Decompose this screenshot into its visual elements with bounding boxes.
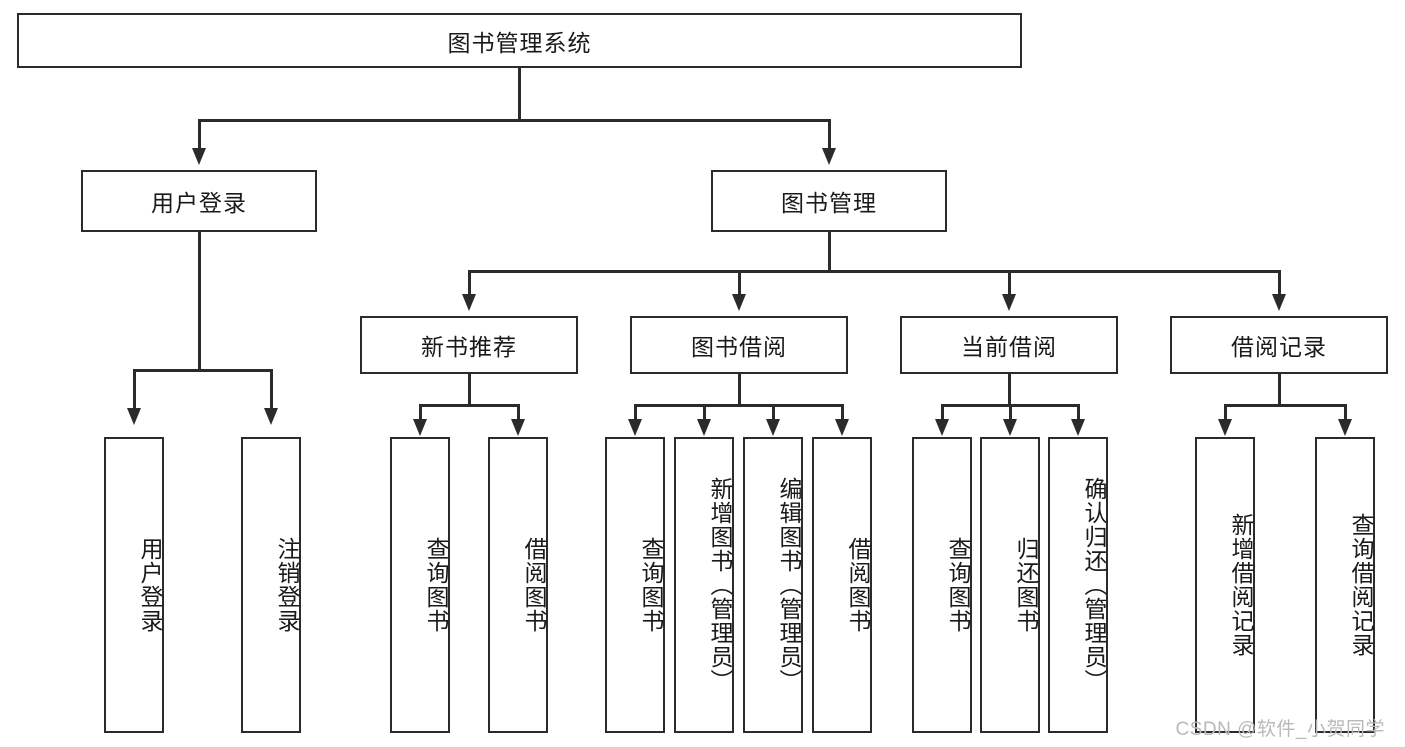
node-book-borrow[interactable]: 图书借阅 (630, 316, 848, 374)
leaf-label: 查询图书 (423, 537, 449, 633)
leaf-label: 新增图书（管理员） (707, 477, 733, 693)
arrow-cb-to-leaf-2 (1003, 419, 1017, 436)
connector-current-borrow-stem (1008, 374, 1011, 406)
connector-root-to-book-management (828, 119, 831, 151)
arrow-cb-to-leaf-1 (935, 419, 949, 436)
connector-cb-to-leaf-3 (1077, 404, 1080, 422)
node-user-login[interactable]: 用户登录 (81, 170, 317, 232)
connector-cb-to-leaf-1 (941, 404, 944, 422)
leaf-add-borrow-record[interactable]: 新增借阅记录 (1195, 437, 1255, 733)
leaf-borrow-book-recommend[interactable]: 借阅图书 (488, 437, 548, 733)
connector-borrow-record-bus (1224, 404, 1344, 407)
arrow-bm-to-current-borrow (1002, 294, 1016, 311)
connector-user-login-to-leaf-2 (270, 369, 273, 411)
connector-nb-to-leaf-1 (419, 404, 422, 422)
connector-new-book-bus (419, 404, 517, 407)
connector-nb-to-leaf-2 (517, 404, 520, 422)
leaf-label: 查询借阅记录 (1348, 513, 1374, 657)
connector-bb-to-leaf-3 (772, 404, 775, 422)
connector-bb-to-leaf-1 (634, 404, 637, 422)
connector-br-to-leaf-1 (1224, 404, 1227, 422)
arrow-bb-to-leaf-4 (835, 419, 849, 436)
arrow-user-login-to-leaf-2 (264, 408, 278, 425)
node-new-book-recommend[interactable]: 新书推荐 (360, 316, 578, 374)
connector-book-management-stem (828, 232, 831, 272)
leaf-label: 查询图书 (945, 537, 971, 633)
leaf-return-book[interactable]: 归还图书 (980, 437, 1040, 733)
connector-bm-to-book-borrow (738, 270, 741, 297)
arrow-bm-to-borrow-record (1272, 294, 1286, 311)
leaf-edit-book-admin[interactable]: 编辑图书（管理员） (743, 437, 803, 733)
leaf-label: 归还图书 (1013, 537, 1039, 633)
node-current-borrow[interactable]: 当前借阅 (900, 316, 1118, 374)
connector-root-bus (198, 119, 830, 122)
arrow-br-to-leaf-2 (1338, 419, 1352, 436)
leaf-borrow-book[interactable]: 借阅图书 (812, 437, 872, 733)
node-root-book-management-system[interactable]: 图书管理系统 (17, 13, 1022, 68)
leaf-user-login[interactable]: 用户登录 (104, 437, 164, 733)
leaf-label: 借阅图书 (845, 537, 871, 633)
node-borrow-record[interactable]: 借阅记录 (1170, 316, 1388, 374)
connector-user-login-bus (133, 369, 270, 372)
leaf-query-book-current[interactable]: 查询图书 (912, 437, 972, 733)
connector-book-borrow-stem (738, 374, 741, 406)
connector-br-to-leaf-2 (1344, 404, 1347, 422)
leaf-confirm-return-admin[interactable]: 确认归还（管理员） (1048, 437, 1108, 733)
arrow-nb-to-leaf-2 (511, 419, 525, 436)
connector-new-book-stem (468, 374, 471, 406)
connector-bm-to-current-borrow (1008, 270, 1011, 297)
arrow-bm-to-book-borrow (732, 294, 746, 311)
connector-book-management-bus (468, 270, 1280, 273)
connector-cb-to-leaf-2 (1009, 404, 1012, 422)
leaf-add-book-admin[interactable]: 新增图书（管理员） (674, 437, 734, 733)
leaf-label: 确认归还（管理员） (1081, 477, 1107, 693)
connector-user-login-to-leaf-1 (133, 369, 136, 411)
leaf-label: 借阅图书 (521, 537, 547, 633)
arrow-cb-to-leaf-3 (1071, 419, 1085, 436)
arrow-br-to-leaf-1 (1218, 419, 1232, 436)
leaf-label: 查询图书 (638, 537, 664, 633)
leaf-query-book-recommend[interactable]: 查询图书 (390, 437, 450, 733)
leaf-label: 用户登录 (137, 537, 163, 633)
connector-bm-to-borrow-record (1278, 270, 1281, 297)
leaf-logout[interactable]: 注销登录 (241, 437, 301, 733)
leaf-query-borrow-record[interactable]: 查询借阅记录 (1315, 437, 1375, 733)
arrow-root-to-book-management (822, 148, 836, 165)
connector-book-borrow-bus (634, 404, 842, 407)
arrow-user-login-to-leaf-1 (127, 408, 141, 425)
leaf-label: 编辑图书（管理员） (776, 477, 802, 693)
arrow-bb-to-leaf-1 (628, 419, 642, 436)
leaf-query-book-borrow[interactable]: 查询图书 (605, 437, 665, 733)
arrow-bm-to-new-book (462, 294, 476, 311)
leaf-label: 注销登录 (274, 537, 300, 633)
arrow-nb-to-leaf-1 (413, 419, 427, 436)
connector-root-to-user-login (198, 119, 201, 151)
leaf-label: 新增借阅记录 (1228, 513, 1254, 657)
connector-borrow-record-stem (1278, 374, 1281, 406)
arrow-root-to-user-login (192, 148, 206, 165)
connector-root-stem (518, 68, 521, 120)
arrow-bb-to-leaf-3 (766, 419, 780, 436)
node-book-management[interactable]: 图书管理 (711, 170, 947, 232)
connector-bb-to-leaf-2 (703, 404, 706, 422)
connector-user-login-stem (198, 232, 201, 371)
connector-bb-to-leaf-4 (841, 404, 844, 422)
connector-bm-to-new-book (468, 270, 471, 297)
arrow-bb-to-leaf-2 (697, 419, 711, 436)
watermark: CSDN @软件_小贺同学 (1175, 719, 1385, 740)
